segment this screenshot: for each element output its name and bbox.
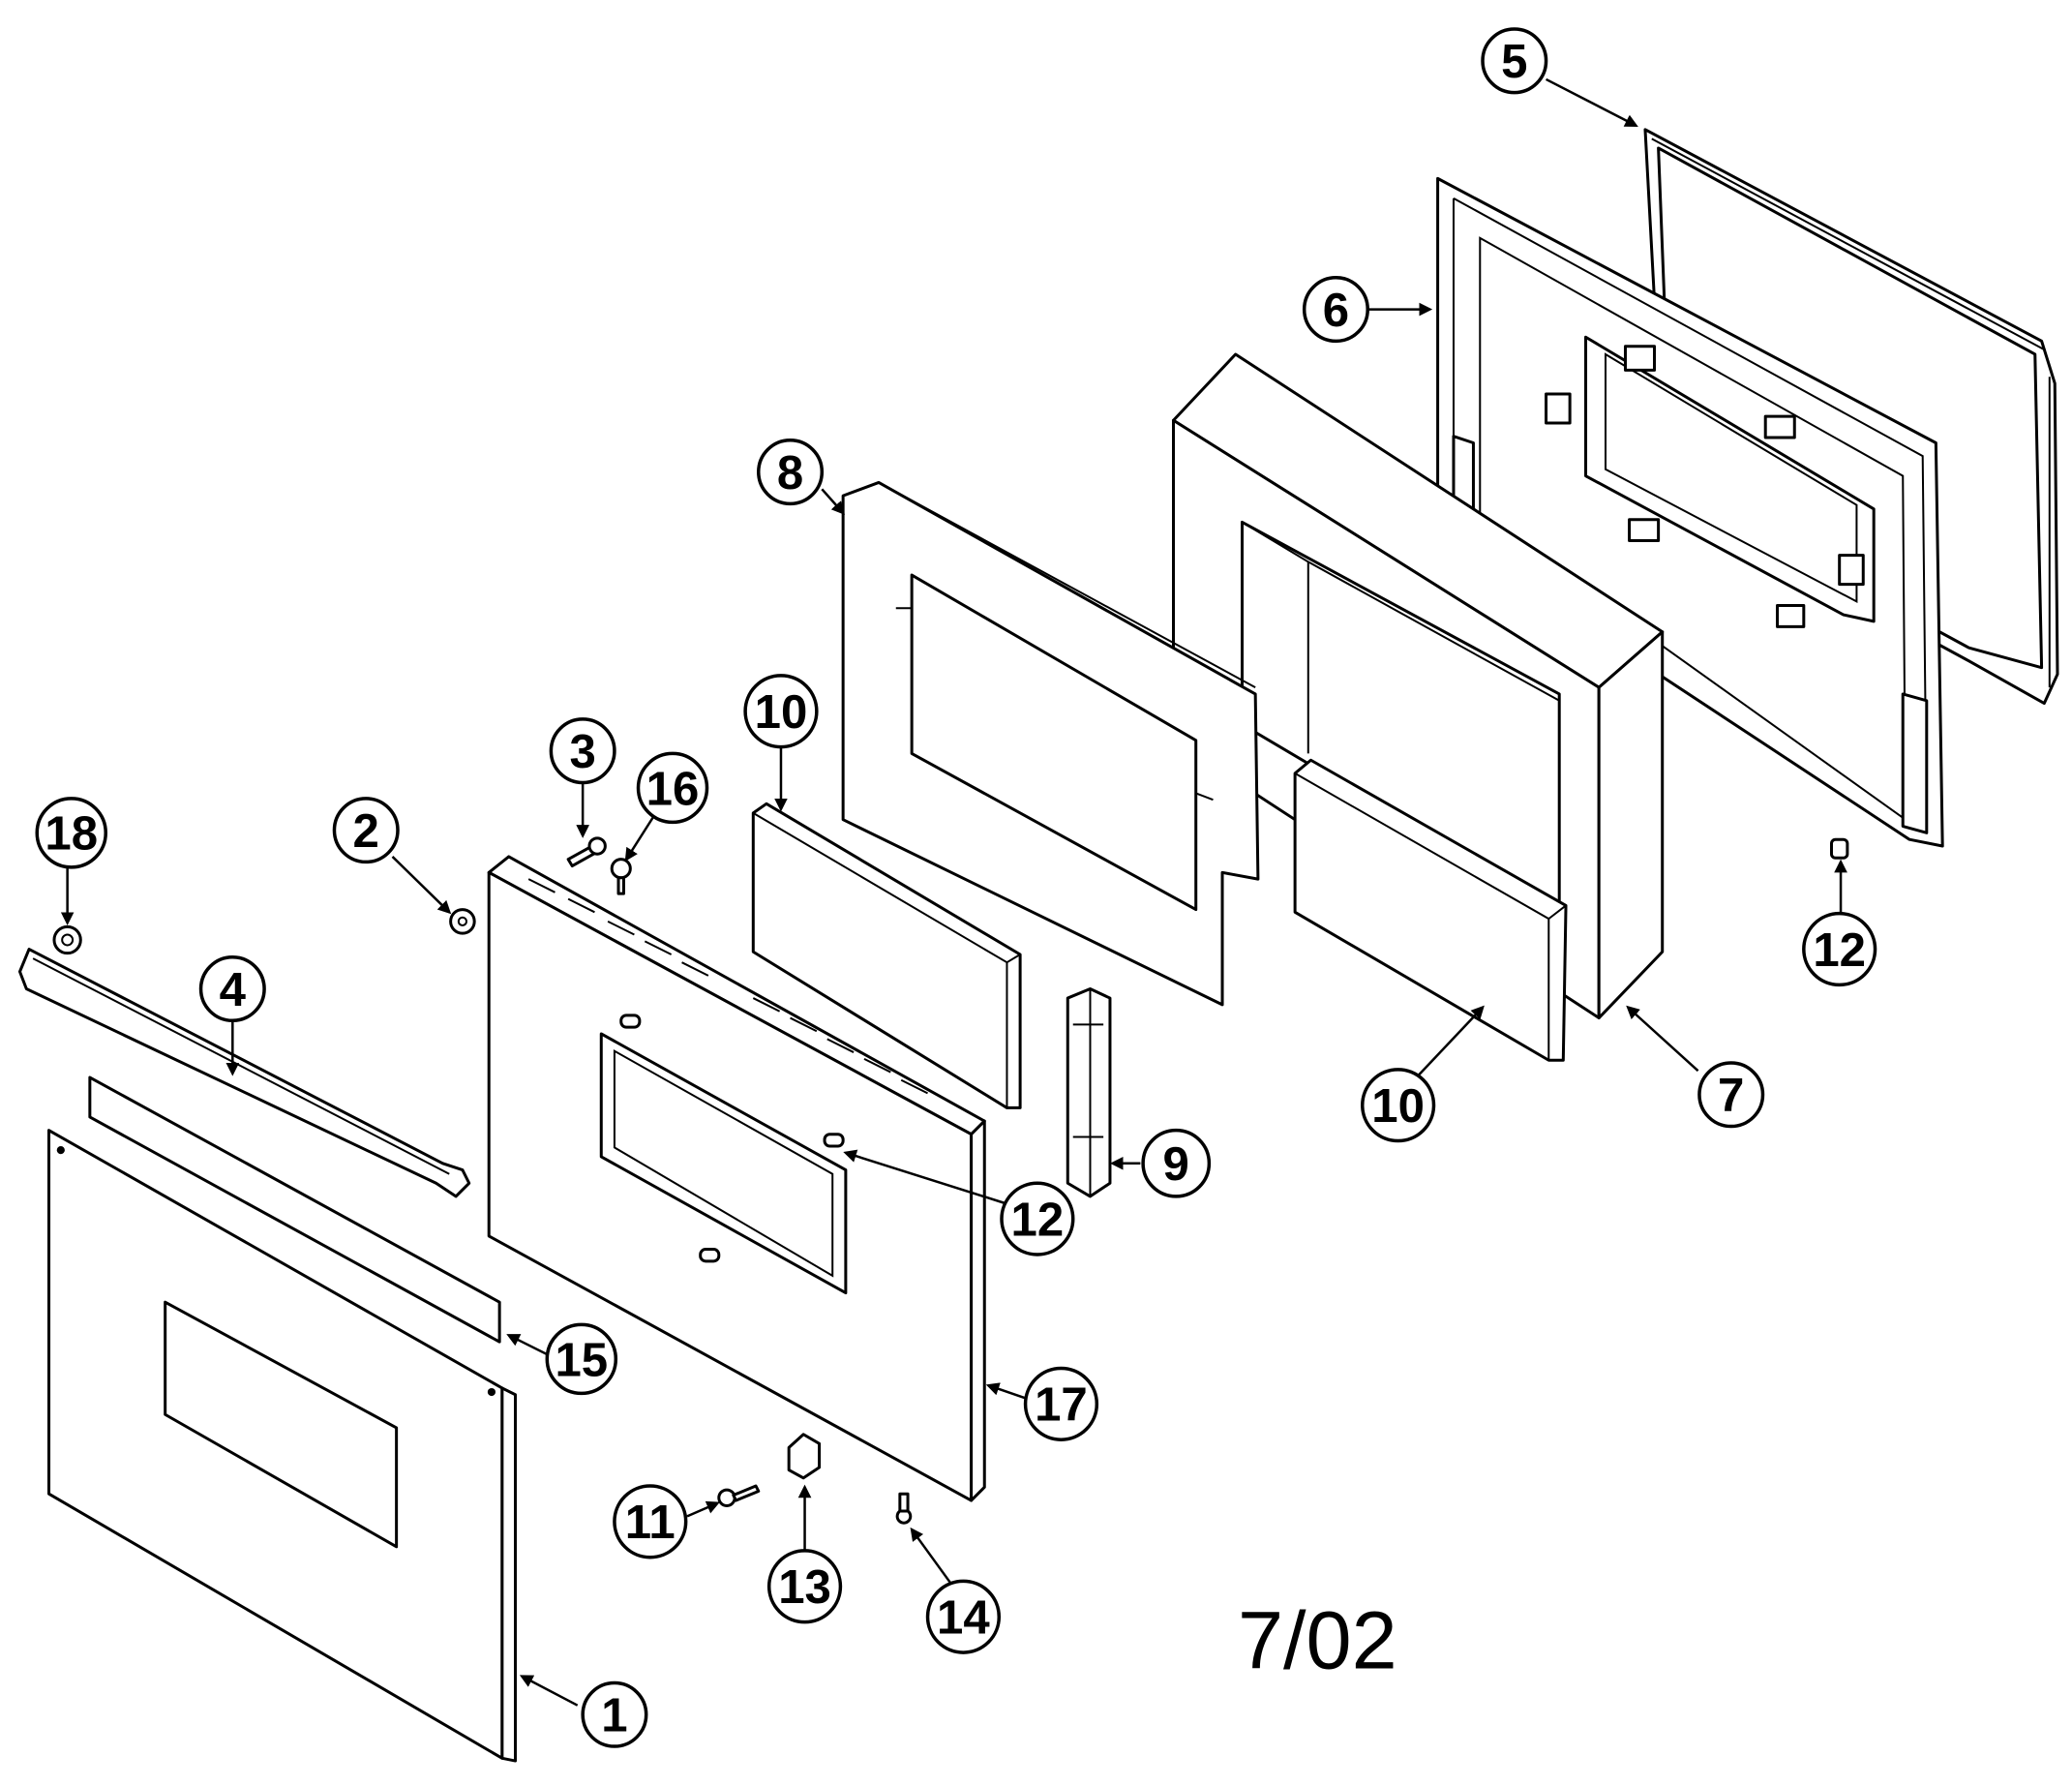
callout-10-left-label: 10 <box>755 686 808 739</box>
callout-3: 3 <box>551 719 615 783</box>
callout-4-label: 4 <box>220 964 247 1016</box>
leader-lines <box>60 79 1847 1706</box>
callout-12-right: 12 <box>1804 914 1876 985</box>
callout-17-label: 17 <box>1035 1379 1088 1432</box>
part-14-screw <box>897 1494 911 1523</box>
callout-10-right-label: 10 <box>1371 1080 1425 1133</box>
callout-18-label: 18 <box>45 808 98 861</box>
callout-5-label: 5 <box>1501 36 1527 88</box>
callout-12-right-label: 12 <box>1813 924 1866 977</box>
callout-5: 5 <box>1483 29 1546 93</box>
callout-13: 13 <box>769 1551 841 1622</box>
part-8-heat-shield <box>843 482 1258 1004</box>
part-2-spacer <box>451 910 475 934</box>
callout-1-label: 1 <box>601 1690 627 1742</box>
callout-15-label: 15 <box>555 1334 608 1386</box>
callout-11: 11 <box>615 1486 686 1558</box>
part-11-screw <box>719 1486 759 1505</box>
callout-2: 2 <box>334 799 398 863</box>
callout-7-label: 7 <box>1718 1070 1744 1122</box>
callout-1: 1 <box>583 1682 646 1746</box>
part-17-door-frame <box>489 857 984 1500</box>
callout-12-center: 12 <box>1002 1183 1073 1255</box>
part-6-inner-door-panel <box>1438 178 1943 846</box>
callout-9-label: 9 <box>1163 1138 1189 1191</box>
callout-14-label: 14 <box>937 1592 990 1645</box>
part-12-plug-right <box>1831 839 1847 858</box>
part-13-clip <box>789 1435 819 1478</box>
callout-11-label: 11 <box>625 1497 676 1549</box>
part-3-screw <box>568 838 605 866</box>
callout-15: 15 <box>547 1324 616 1393</box>
callout-6-label: 6 <box>1323 285 1349 337</box>
part-15-trim-strip <box>90 1077 499 1342</box>
revision-date: 7/02 <box>1238 1593 1397 1685</box>
part-18-handle-cap <box>54 926 80 953</box>
callout-14: 14 <box>928 1581 1000 1652</box>
callout-10-right: 10 <box>1363 1070 1434 1141</box>
callout-12-center-label: 12 <box>1011 1194 1065 1246</box>
callout-3-label: 3 <box>569 726 595 778</box>
part-9-hinge-bracket <box>1067 989 1110 1196</box>
callout-4: 4 <box>201 957 265 1021</box>
vent-slots-top <box>528 879 927 1093</box>
part-16-screw <box>612 860 630 894</box>
callout-16-label: 16 <box>646 763 700 815</box>
callout-10-left: 10 <box>745 676 817 747</box>
part-1-outer-door-glass <box>49 1131 516 1761</box>
part-10-insulation-right <box>1295 760 1566 1060</box>
callout-7: 7 <box>1699 1063 1763 1127</box>
callout-6: 6 <box>1305 278 1368 342</box>
callout-18: 18 <box>37 799 105 867</box>
callout-17: 17 <box>1026 1368 1097 1439</box>
callout-13-label: 13 <box>778 1561 831 1614</box>
part-4-door-handle <box>19 950 468 1196</box>
callout-2-label: 2 <box>353 805 379 858</box>
part-10-insulation-left <box>753 803 1020 1107</box>
callout-9: 9 <box>1143 1131 1209 1196</box>
callout-16: 16 <box>639 753 707 822</box>
callout-8-label: 8 <box>777 447 803 499</box>
callout-8: 8 <box>759 440 823 504</box>
